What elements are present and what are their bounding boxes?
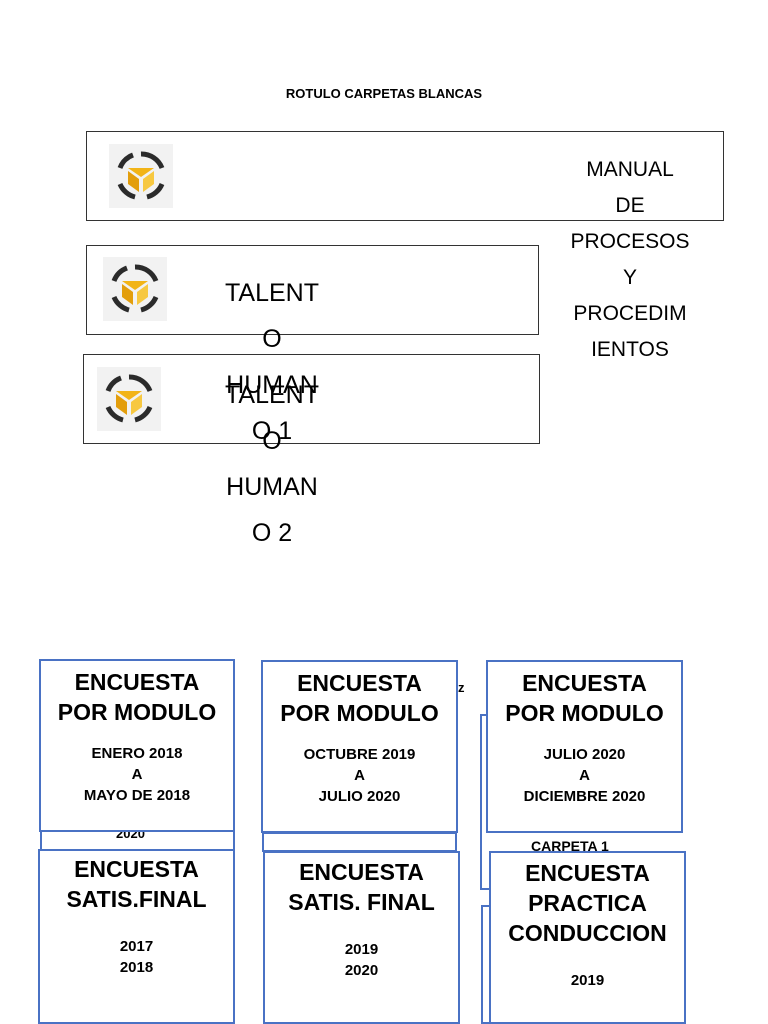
card-subtitle: 2019: [344, 941, 379, 958]
page-title: ROTULO CARPETAS BLANCAS: [285, 86, 483, 101]
card-title: POR MODULO: [280, 700, 439, 726]
folder-card: ENCUESTA PRACTICA CONDUCCION 2019: [489, 851, 686, 1024]
talento-1-text: TALENT O HUMAN O 1: [192, 270, 352, 454]
card-subtitle: MAYO DE 2018: [83, 787, 191, 804]
folder-card: ENCUESTA POR MODULO JULIO 2020 A DICIEMB…: [486, 660, 683, 833]
card-title: CONDUCCION: [508, 920, 667, 946]
label-box-manual: [86, 131, 724, 221]
card-subtitle: A: [131, 766, 143, 783]
talento-1-line: TALENT: [225, 279, 319, 307]
folder-card: ENCUESTA SATIS.FINAL 2017 2018: [38, 849, 235, 1024]
logo-icon: [109, 144, 173, 208]
talento-1-line: HUMAN: [226, 371, 318, 399]
talento-1-line: O 1: [251, 417, 293, 445]
card-title: POR MODULO: [505, 700, 664, 726]
card-title: ENCUESTA: [297, 670, 422, 696]
folder-card: ENCUESTA SATIS. FINAL 2019 2020: [263, 851, 460, 1024]
talento-2-line: TALENT: [225, 381, 319, 409]
card-subtitle: 2020: [344, 962, 379, 979]
manual-line: PROCESOS: [570, 230, 690, 253]
card-title: SATIS.FINAL: [66, 886, 207, 912]
manual-line: DE: [615, 194, 645, 217]
talento-2-line: O: [262, 427, 282, 455]
card-subtitle: DICIEMBRE 2020: [523, 788, 646, 805]
card-title: ENCUESTA: [74, 669, 200, 695]
card-title: ENCUESTA: [525, 860, 650, 886]
card-title: ENCUESTA: [522, 670, 647, 696]
hidden-card-text: CARPETA 1: [531, 838, 609, 854]
card-title: POR MODULO: [57, 699, 217, 725]
hidden-card-text: z: [458, 680, 465, 695]
logo-icon: [103, 257, 167, 321]
manual-line: MANUAL: [586, 158, 674, 181]
card-subtitle: 2018: [119, 959, 154, 976]
card-title: SATIS. FINAL: [288, 889, 435, 915]
talento-1-line: O: [262, 325, 282, 353]
card-subtitle: JULIO 2020: [318, 788, 401, 805]
manual-line: PROCEDIM: [573, 302, 687, 325]
card-subtitle: 2017: [119, 938, 154, 955]
hidden-card: [262, 832, 457, 852]
manual-line: Y: [622, 266, 637, 289]
talento-2-line: HUMAN: [226, 473, 318, 501]
card-subtitle: A: [354, 767, 365, 784]
manual-line: IENTOS: [591, 338, 669, 361]
card-title: PRACTICA: [528, 890, 647, 916]
card-subtitle: JULIO 2020: [543, 746, 626, 763]
folder-card: ENCUESTA POR MODULO OCTUBRE 2019 A JULIO…: [261, 660, 458, 833]
manual-text: MANUAL DE PROCESOS Y PROCEDIM IENTOS: [560, 152, 700, 368]
card-subtitle: 2019: [570, 972, 605, 989]
folder-card: ENCUESTA POR MODULO ENERO 2018 A MAYO DE…: [39, 659, 235, 832]
label-box-talento-2: [83, 354, 540, 444]
card-subtitle: OCTUBRE 2019: [303, 746, 416, 763]
card-subtitle: A: [579, 767, 590, 784]
talento-2-text: TALENT O HUMAN O 2: [192, 372, 352, 556]
card-subtitle: ENERO 2018: [91, 745, 183, 762]
card-title: ENCUESTA: [299, 859, 424, 885]
logo-icon: [97, 367, 161, 431]
label-box-talento-1: [86, 245, 539, 335]
talento-2-line: O 2: [251, 519, 293, 547]
card-title: ENCUESTA: [74, 856, 199, 882]
